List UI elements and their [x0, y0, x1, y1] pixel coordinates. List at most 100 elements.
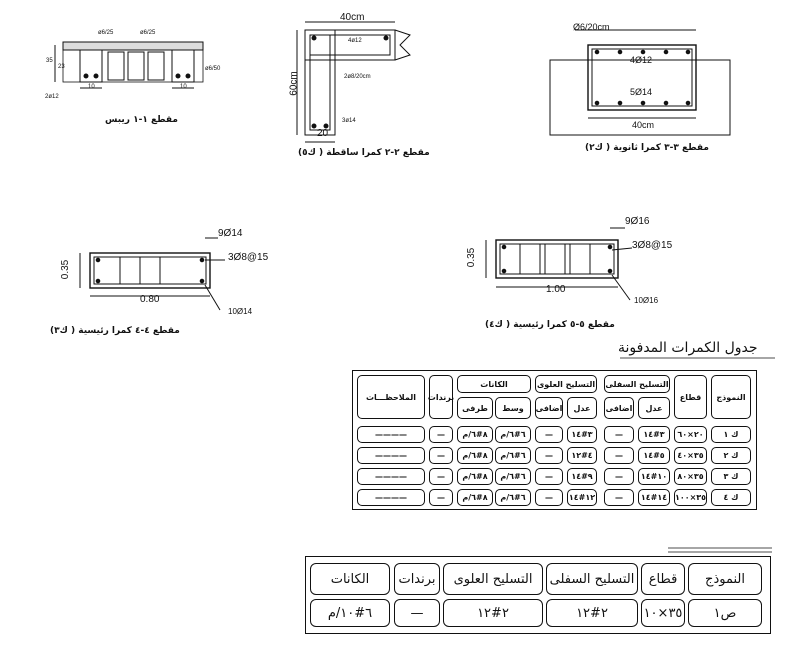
s3-stirrup: Ø6/20cm: [573, 22, 610, 32]
section-2-caption: مقطع ٢-٢ كمرا ساقطة ( ك٥): [298, 148, 430, 158]
s5-bottom: 10Ø16: [634, 296, 659, 305]
table-cell-mid: ٦#٦/م: [495, 447, 531, 464]
section-5-5: [485, 227, 633, 301]
s1-dim-5: 10: [88, 84, 95, 90]
section-3-3: [549, 29, 731, 136]
s5-width: 1.00: [546, 284, 566, 295]
td2-bottom: ٢#١٢: [546, 599, 638, 627]
th-bardat: برندات: [428, 375, 454, 419]
table-cell-bardat: —: [429, 468, 453, 485]
s2-note-2: 2ø8/20cm: [344, 74, 371, 80]
table-cell-section: ٢٠×٦٠: [674, 426, 707, 443]
table-cell-t_normal: ١٢#١٤: [567, 489, 597, 506]
th-b-extra: اضافى: [604, 397, 634, 419]
th2-model: النموذج: [688, 563, 762, 595]
table-cell-end: ٨#٦/م: [457, 489, 493, 506]
table-cell-bardat: —: [429, 426, 453, 443]
s4-bottom: 10Ø14: [228, 307, 253, 316]
th-bottom: التسليح السفلى: [604, 375, 670, 393]
table-cell-bardat: —: [429, 489, 453, 506]
table-1-title: جدول الكمرات المدفونة: [618, 340, 758, 356]
s2-note-3: 3ø14: [342, 118, 356, 124]
s4-width: 0.80: [140, 294, 160, 305]
table-cell-section: ٣٥×١٠٠: [674, 489, 707, 506]
section-3-caption: مقطع ٣-٣ كمرا ثانوية ( ك٢): [585, 143, 709, 153]
td2-top: ٢#١٢: [443, 599, 543, 627]
section-5-caption: مقطع ٥-٥ كمرا رئيسية ( ك٤): [485, 320, 615, 330]
table-cell-model: ك ٢: [711, 447, 751, 464]
s3-width: 40cm: [632, 120, 655, 130]
s1-dim-6: 10: [180, 84, 187, 90]
table-cell-b_extra: —: [604, 447, 634, 464]
s1-dim-8: 23: [58, 64, 65, 70]
th-b-normal: عدل: [638, 397, 670, 419]
table-cell-section: ٣٥×٨٠: [674, 468, 707, 485]
s2-height: 60cm: [288, 71, 300, 96]
td2-section: ٣٥×١٠: [641, 599, 685, 627]
s4-top: 9Ø14: [218, 228, 243, 239]
table-cell-mid: ٦#٦/م: [495, 426, 531, 443]
table-cell-b_extra: —: [604, 426, 634, 443]
table-cell-t_extra: —: [535, 447, 563, 464]
table-cell-end: ٨#٦/م: [457, 426, 493, 443]
table-cell-notes: ————: [357, 447, 425, 464]
table-cell-t_normal: ٣#١٤: [567, 426, 597, 443]
s2-width: 40cm: [340, 12, 365, 23]
table-cell-model: ك ٣: [711, 468, 751, 485]
section-4-4: [79, 237, 225, 311]
section-2-2: [296, 21, 411, 143]
table-cell-b_normal: ١٠#١٤: [638, 468, 670, 485]
th2-top: التسليح العلوى: [443, 563, 543, 595]
table-cell-notes: ————: [357, 426, 425, 443]
td2-model: ص١: [688, 599, 762, 627]
s2-note-1: 4ø12: [348, 38, 362, 44]
th-middle: وسط: [495, 397, 531, 419]
th-t-normal: عدل: [567, 397, 597, 419]
th-end: طرفى: [457, 397, 493, 419]
s1-dim-4: 2ø12: [45, 94, 59, 100]
s3-bottom: 5Ø14: [630, 87, 653, 97]
s1-dim-1: ø6/25: [98, 30, 114, 36]
th2-bottom: التسليح السفلى: [546, 563, 638, 595]
s5-top: 9Ø16: [625, 216, 650, 227]
s5-height: 0.35: [466, 247, 478, 268]
table-cell-notes: ————: [357, 468, 425, 485]
table-cell-b_normal: ٣#١٤: [638, 426, 670, 443]
s5-stirrup: 3Ø8@15: [632, 240, 673, 251]
table-cell-b_normal: ٥#١٤: [638, 447, 670, 464]
table-cell-bardat: —: [429, 447, 453, 464]
th-notes: الملاحظـــات: [357, 375, 425, 419]
table-cell-t_normal: ٩#١٤: [567, 468, 597, 485]
table-cell-mid: ٦#٦/م: [495, 489, 531, 506]
table-cell-mid: ٦#٦/م: [495, 468, 531, 485]
th-t-extra: اضافى: [535, 397, 563, 419]
section-1-caption: مقطع ١-١ ريبس: [105, 115, 178, 125]
th2-bardat: برندات: [394, 563, 440, 595]
table-cell-end: ٨#٦/م: [457, 468, 493, 485]
table-cell-b_extra: —: [604, 489, 634, 506]
table-cell-t_normal: ٤#١٢: [567, 447, 597, 464]
section-4-caption: مقطع ٤-٤ كمرا رئيسية ( ك٣): [50, 326, 180, 336]
table-cell-notes: ————: [357, 489, 425, 506]
s1-dim-7: 35: [46, 58, 53, 64]
s3-top: 4Ø12: [630, 55, 653, 65]
td2-bardat: —: [394, 599, 440, 627]
table-cell-t_extra: —: [535, 426, 563, 443]
th-model: النموذج: [711, 375, 751, 419]
s4-stirrup: 3Ø8@15: [228, 252, 269, 263]
table-cell-t_extra: —: [535, 468, 563, 485]
table-cell-t_extra: —: [535, 489, 563, 506]
table-cell-section: ٣٥×٤٠: [674, 447, 707, 464]
th-stirrups: الكانات: [457, 375, 531, 393]
table-cell-model: ك ١: [711, 426, 751, 443]
table-cell-end: ٨#٦/م: [457, 447, 493, 464]
th2-section: قطاع: [641, 563, 685, 595]
table-cell-model: ك ٤: [711, 489, 751, 506]
table-cell-b_normal: ١٤#١٤: [638, 489, 670, 506]
s1-dim-3: ø6/50: [205, 66, 221, 72]
section-1-1: [54, 41, 204, 89]
s2-bottom: 20: [317, 128, 329, 139]
